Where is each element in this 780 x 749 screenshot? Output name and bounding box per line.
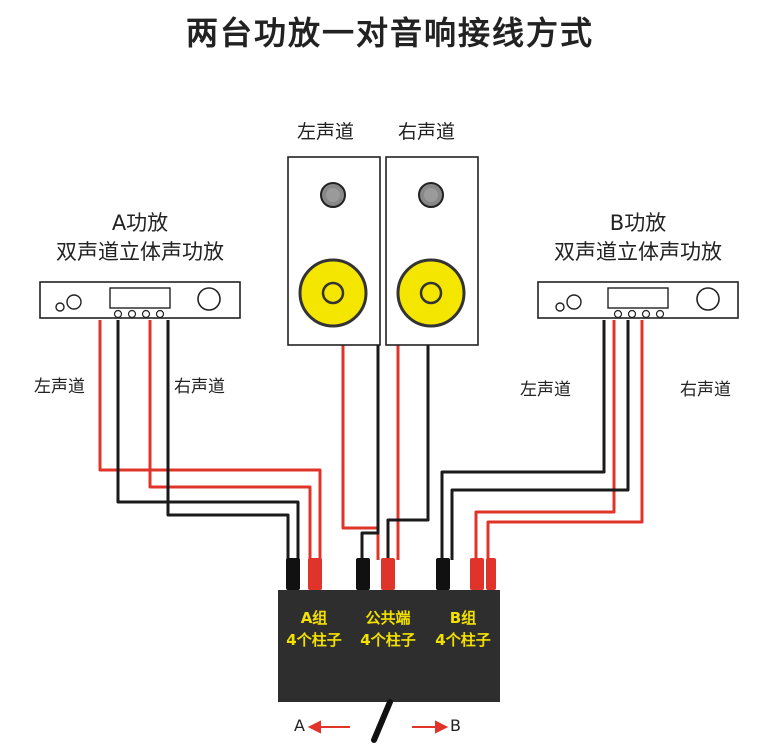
amp-a-device <box>39 281 241 319</box>
common-line2: 4个柱子 <box>360 631 416 649</box>
amp-b-left-channel-label: 左声道 <box>520 380 571 400</box>
arrow-a-label: A <box>294 716 305 735</box>
amp-b-title-line1: B功放 <box>609 211 667 235</box>
amp-b-title-line2: 双声道立体声功放 <box>554 240 722 264</box>
amp-b-right-channel-label: 右声道 <box>680 380 731 400</box>
speaker-right-label: 右声道 <box>398 121 456 143</box>
amp-b-left-red-wire <box>474 320 616 560</box>
group-a-line1: A组 <box>300 609 328 627</box>
amp-b-left-black-wire <box>440 320 606 560</box>
common-line1: 公共端 <box>365 609 411 627</box>
amp-a-right-channel-label: 右声道 <box>174 377 225 397</box>
group-b-line2: 4个柱子 <box>435 631 491 649</box>
arrow-b-label: B <box>450 716 461 735</box>
amp-a-left-black-wire <box>116 320 300 560</box>
arrow-a-icon <box>307 720 350 734</box>
switch-box <box>278 558 500 743</box>
group-a-line2: 4个柱子 <box>286 631 342 649</box>
amp-b-right-red-wire <box>486 320 644 560</box>
group-b-line1: B组 <box>449 609 477 627</box>
left-speaker <box>287 156 381 346</box>
left-speaker-black-wire <box>360 345 380 560</box>
amp-a-right-black-wire <box>166 320 290 560</box>
group-b-label: B组 4个柱子 <box>426 607 500 651</box>
amp-b-device <box>537 281 739 319</box>
amp-a-title: A功放 双声道立体声功放 <box>40 209 240 267</box>
right-speaker <box>385 156 479 346</box>
amp-a-right-red-wire <box>148 320 312 560</box>
left-speaker-red-wire <box>341 345 380 560</box>
amp-a-title-line2: 双声道立体声功放 <box>56 240 224 264</box>
amp-a-title-line1: A功放 <box>111 211 169 235</box>
amp-a-left-channel-label: 左声道 <box>34 377 85 397</box>
terminal-posts <box>286 558 496 590</box>
amp-b-title: B功放 双声道立体声功放 <box>538 209 738 267</box>
common-label: 公共端 4个柱子 <box>350 607 426 651</box>
diagram-title: 两台功放一对音响接线方式 <box>185 14 594 52</box>
amp-a-left-red-wire <box>98 320 322 560</box>
speaker-left-label: 左声道 <box>297 121 355 143</box>
arrow-b-icon <box>412 720 449 734</box>
amp-b-right-black-wire <box>450 320 630 560</box>
group-a-label: A组 4个柱子 <box>278 607 350 651</box>
right-speaker-black-wire <box>386 345 430 560</box>
